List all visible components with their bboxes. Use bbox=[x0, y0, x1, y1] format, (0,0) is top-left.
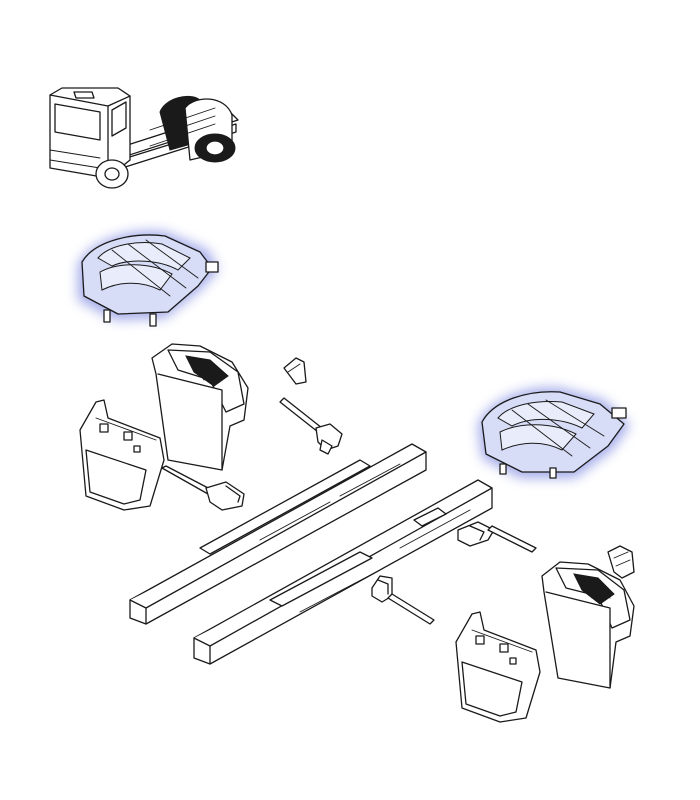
chassis-rail-right bbox=[193, 479, 493, 665]
support-rod-upper bbox=[279, 397, 343, 455]
support-bracket-right bbox=[457, 521, 537, 553]
front-wheel-arch-left[interactable] bbox=[78, 231, 219, 327]
rear-wheel-arch-left bbox=[151, 343, 249, 471]
mudflap-left bbox=[79, 399, 165, 511]
rear-wheel-arch-right bbox=[541, 561, 635, 689]
mounting-clip-upper bbox=[283, 357, 307, 385]
front-wheel-arch-right[interactable] bbox=[478, 387, 630, 479]
mudflap-right bbox=[455, 611, 541, 723]
mounting-clip-right bbox=[607, 545, 635, 579]
truck-overview bbox=[49, 87, 239, 189]
support-rod-lower-left bbox=[161, 465, 245, 511]
chassis-rail-left bbox=[129, 443, 427, 625]
support-rod-lower-middle bbox=[371, 575, 435, 625]
